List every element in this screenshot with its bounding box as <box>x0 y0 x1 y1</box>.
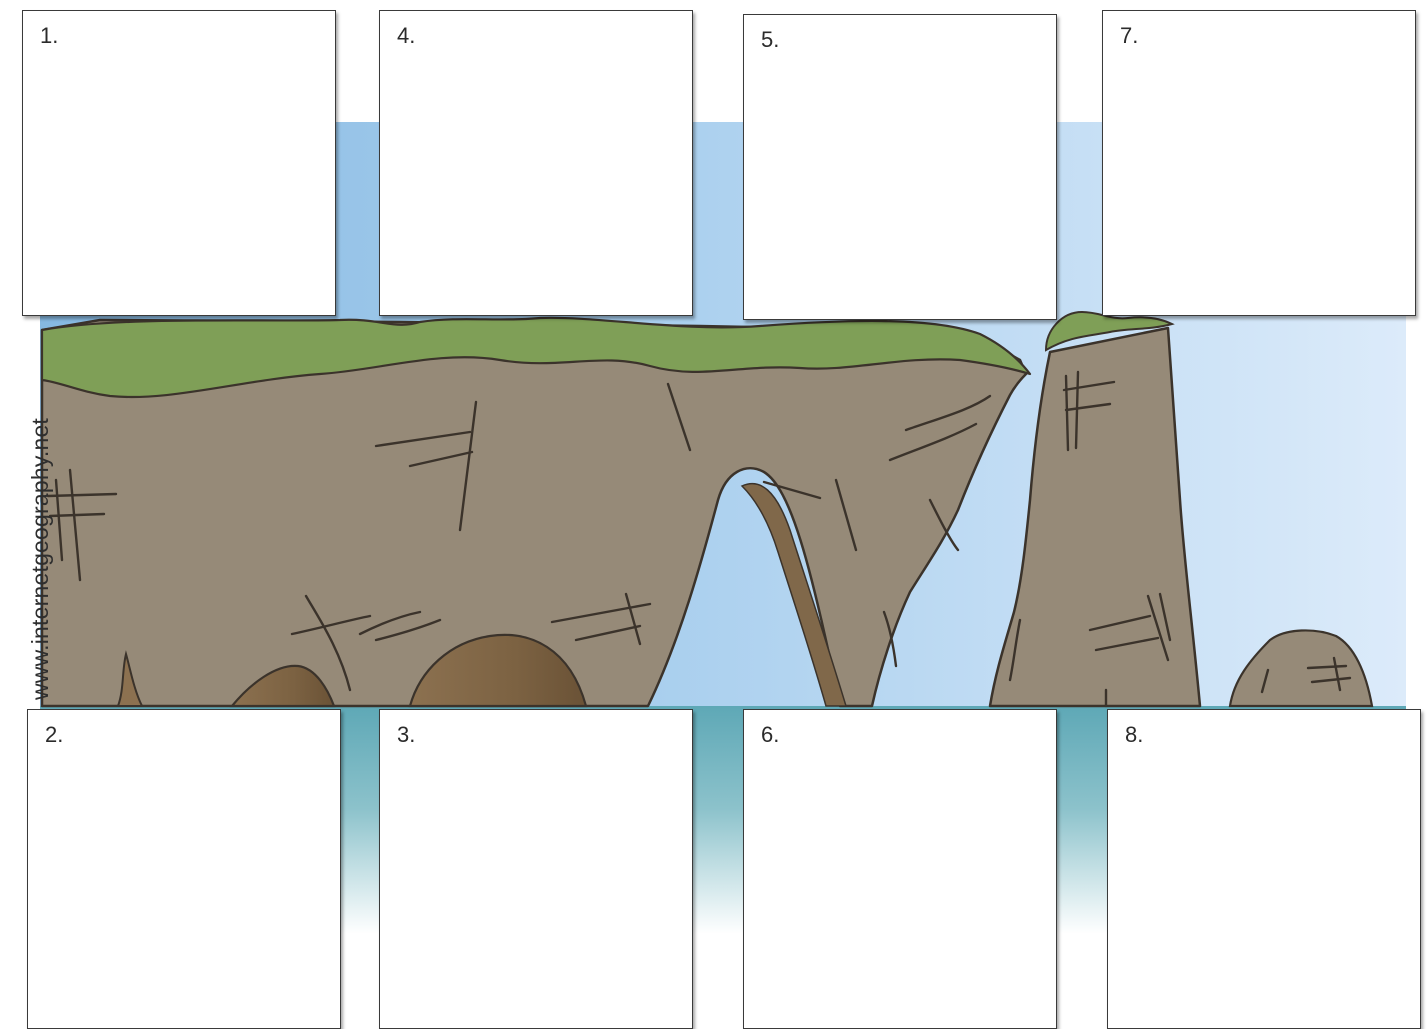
label-number-1: 1. <box>40 23 58 49</box>
label-number-5: 5. <box>761 27 779 53</box>
label-number-7: 7. <box>1120 23 1138 49</box>
watermark-text: www.internetgeography.net <box>27 418 54 700</box>
label-box-3[interactable]: 3. <box>379 709 693 1029</box>
label-box-8[interactable]: 8. <box>1107 709 1421 1029</box>
label-box-1[interactable]: 1. <box>22 10 336 316</box>
label-box-2[interactable]: 2. <box>27 709 341 1029</box>
label-number-6: 6. <box>761 722 779 748</box>
label-number-8: 8. <box>1125 722 1143 748</box>
label-number-3: 3. <box>397 722 415 748</box>
label-box-4[interactable]: 4. <box>379 10 693 316</box>
label-number-4: 4. <box>397 23 415 49</box>
label-number-2: 2. <box>45 722 63 748</box>
label-box-6[interactable]: 6. <box>743 709 1057 1029</box>
label-box-7[interactable]: 7. <box>1102 10 1416 316</box>
label-box-5[interactable]: 5. <box>743 14 1057 320</box>
